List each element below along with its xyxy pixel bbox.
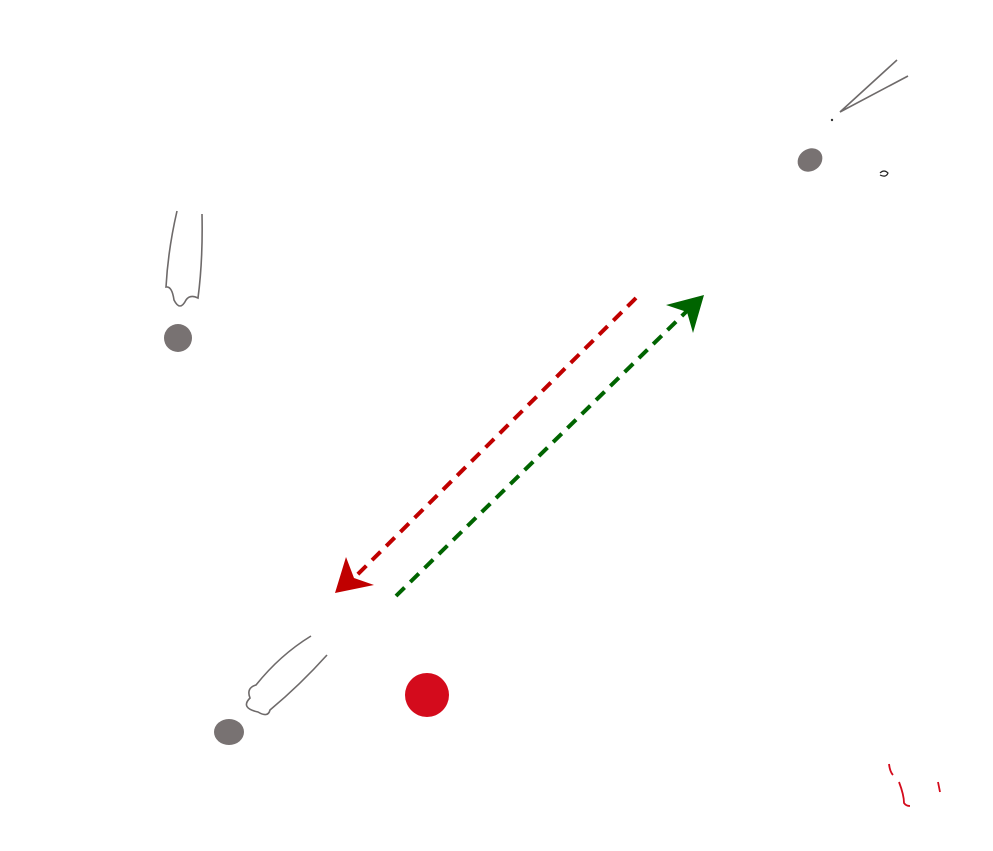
green-dashed-arrow	[394, 295, 704, 598]
figure-top-right	[797, 59, 909, 177]
figure-arm-outline	[839, 59, 909, 113]
figure-arm-outline	[245, 635, 328, 716]
figure-mark	[879, 170, 889, 177]
figure-head	[214, 719, 244, 745]
arrowhead-icon	[666, 295, 704, 333]
figure-head	[164, 324, 192, 352]
figure-arm-outline	[165, 210, 203, 307]
figure-bottom-left	[214, 635, 328, 745]
red-marks	[888, 763, 941, 807]
arrowhead-icon	[335, 557, 374, 593]
figure-dot	[830, 118, 834, 122]
red-dashed-arrow	[335, 296, 638, 593]
red-ball	[405, 673, 449, 717]
figure-left	[164, 210, 203, 352]
figure-head	[797, 148, 823, 172]
